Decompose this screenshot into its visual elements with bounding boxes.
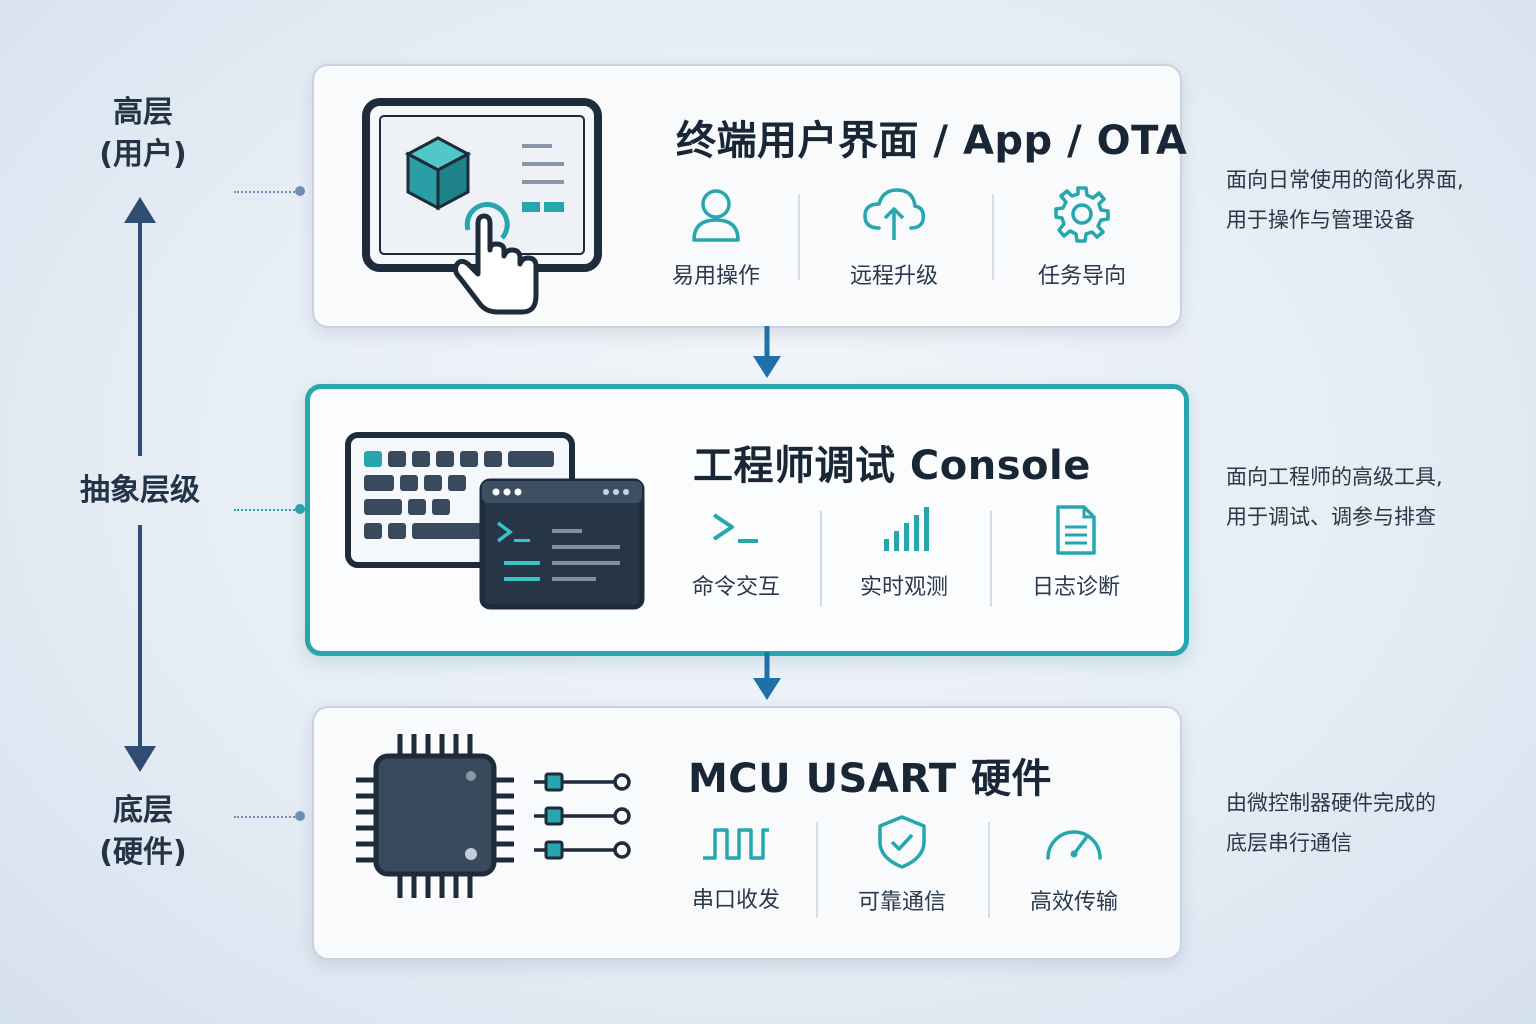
feature-command-interaction: 命令交互 bbox=[646, 505, 826, 601]
document-icon bbox=[1056, 505, 1096, 555]
axis-top-label-line1: 高层 bbox=[113, 95, 173, 130]
feature-label: 可靠通信 bbox=[857, 890, 946, 915]
axis-top-label: 高层 (用户) bbox=[78, 92, 208, 176]
feature-label: 易用操作 bbox=[671, 264, 760, 289]
connector-middle bbox=[234, 509, 298, 511]
feature-remote-upgrade: 远程升级 bbox=[804, 184, 984, 290]
description-console: 面向工程师的高级工具, 用于调试、调参与排查 bbox=[1226, 457, 1443, 537]
description-line: 面向工程师的高级工具, bbox=[1226, 465, 1443, 489]
flow-arrow-1 bbox=[753, 326, 781, 378]
cloud-upload-icon bbox=[863, 188, 926, 240]
connector-top-dot bbox=[295, 186, 305, 196]
feature-log-diagnosis: 日志诊断 bbox=[986, 505, 1166, 601]
layer-title-user: 终端用户界面 / App / OTA bbox=[676, 118, 1188, 164]
divider bbox=[990, 511, 992, 607]
feature-label: 命令交互 bbox=[691, 575, 780, 600]
connector-bottom bbox=[234, 816, 298, 818]
feature-realtime-observe: 实时观测 bbox=[814, 505, 994, 601]
feature-label: 日志诊断 bbox=[1031, 575, 1120, 600]
signal-bars-icon bbox=[884, 507, 929, 551]
axis-down-arrowhead bbox=[124, 746, 156, 772]
feature-label: 串口收发 bbox=[691, 888, 780, 913]
axis-line-lower bbox=[138, 525, 142, 749]
feature-label: 远程升级 bbox=[849, 264, 938, 289]
description-line: 用于操作与管理设备 bbox=[1226, 208, 1415, 232]
layer-card-console: 工程师调试 Console 命令交互 实时观测 日志诊断 bbox=[305, 384, 1189, 656]
feature-label: 任务导向 bbox=[1037, 264, 1126, 289]
gauge-icon bbox=[1046, 830, 1102, 860]
description-line: 底层串行通信 bbox=[1226, 831, 1352, 855]
description-line: 由微控制器硬件完成的 bbox=[1226, 791, 1436, 815]
connector-middle-dot bbox=[295, 504, 305, 514]
description-line: 面向日常使用的简化界面, bbox=[1226, 168, 1464, 192]
axis-bottom-label-line1: 底层 bbox=[113, 793, 173, 828]
user-icon bbox=[692, 189, 740, 242]
description-hardware: 由微控制器硬件完成的 底层串行通信 bbox=[1226, 783, 1436, 863]
axis-middle-label: 抽象层级 bbox=[80, 473, 200, 508]
description-user: 面向日常使用的简化界面, 用于操作与管理设备 bbox=[1226, 160, 1464, 240]
keyboard-terminal-icon bbox=[345, 432, 645, 610]
axis-top-label-line2: (用户) bbox=[99, 137, 187, 172]
divider bbox=[820, 511, 822, 607]
feature-label: 高效传输 bbox=[1029, 890, 1118, 915]
connector-top bbox=[234, 191, 298, 193]
flow-arrow-2 bbox=[753, 652, 781, 700]
layer-card-user: 终端用户界面 / App / OTA 易用操作 远程升级 任务导向 bbox=[312, 64, 1187, 328]
shield-check-icon bbox=[878, 815, 926, 869]
layer-card-hardware: MCU USART 硬件 串口收发 可靠通信 高效传输 bbox=[312, 706, 1182, 960]
connector-bottom-dot bbox=[295, 811, 305, 821]
terminal-prompt-icon bbox=[712, 513, 758, 543]
layer-title-console: 工程师调试 Console bbox=[693, 443, 1091, 489]
feature-efficient-transfer: 高效传输 bbox=[984, 814, 1164, 916]
divider bbox=[992, 194, 994, 280]
description-line: 用于调试、调参与排查 bbox=[1226, 505, 1436, 529]
square-wave-icon bbox=[703, 828, 769, 860]
gear-icon bbox=[1054, 186, 1110, 243]
feature-label: 实时观测 bbox=[859, 575, 948, 600]
mcu-chip-icon bbox=[356, 734, 631, 898]
feature-task-oriented: 任务导向 bbox=[992, 184, 1172, 290]
axis-up-arrowhead bbox=[124, 197, 156, 223]
feature-serial-txrx: 串口收发 bbox=[646, 818, 826, 914]
divider bbox=[798, 194, 800, 280]
feature-reliable-comm: 可靠通信 bbox=[812, 814, 992, 916]
axis-line-upper bbox=[138, 220, 142, 456]
axis-bottom-label-line2: (硬件) bbox=[99, 835, 187, 870]
tablet-touch-icon bbox=[362, 98, 602, 315]
layer-title-hardware: MCU USART 硬件 bbox=[688, 756, 1053, 802]
feature-easy-operation: 易用操作 bbox=[626, 184, 806, 290]
divider bbox=[816, 822, 818, 918]
divider bbox=[988, 822, 990, 918]
axis-bottom-label: 底层 (硬件) bbox=[78, 790, 208, 874]
